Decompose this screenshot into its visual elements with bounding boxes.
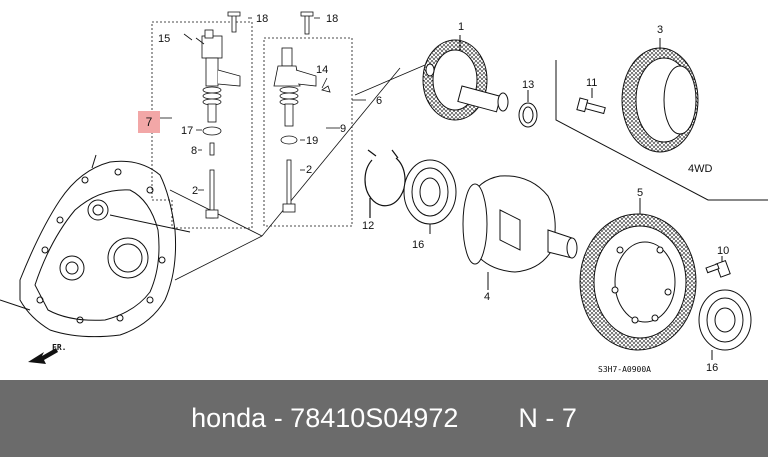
callout-numbers: 18 18 15 14 6 17 9 19 8 2 2 12 16 1 13 3… [158,13,729,374]
highlighted-callout-7[interactable]: 7 [138,111,160,133]
callout-9: 9 [340,123,346,135]
front-marker-label: FR. [52,343,66,352]
diagram-position-text: N - 7 [518,403,577,433]
bearing-16-left [403,159,457,234]
callout-18b: 18 [326,13,338,25]
callout-17: 17 [181,125,193,137]
callout-16b: 16 [706,362,718,374]
callout-3: 3 [657,24,663,36]
bearing-16-right [698,289,752,360]
transfer-gear-3 [621,38,699,153]
callout-1: 1 [458,21,464,33]
front-arrow-icon: FR. [28,343,66,364]
callout-15: 15 [158,33,170,45]
callout-8: 8 [191,145,197,157]
speed-sensor-assembly-7 [151,11,253,229]
drive-type-label: 4WD [688,163,713,175]
reference-code: S3H7-A0900A [598,365,651,374]
bolt-11 [576,88,606,115]
callout-19: 19 [306,135,318,147]
part-number-text: honda - 78410S04972 [191,403,459,433]
final-drive-gear-1 [422,35,509,121]
transmission-case [0,154,191,338]
snap-ring-12 [364,149,406,218]
callout-14: 14 [316,64,328,76]
callout-16a: 16 [412,239,424,251]
callout-6: 6 [376,95,382,107]
callout-5: 5 [637,187,643,199]
callout-11: 11 [586,77,597,89]
4wd-bracket [555,60,768,201]
callout-13: 13 [522,79,534,91]
callout-18a: 18 [256,13,268,25]
washer-13 [518,90,538,128]
ring-gear-5 [579,198,697,351]
bolt-10 [705,256,731,278]
callout-2a: 2 [192,185,198,197]
part-info-banner: honda - 78410S04972 N - 7 [0,380,768,457]
differential-case-4 [462,175,578,290]
callout-10: 10 [717,245,729,257]
speed-sensor-assembly-6 [196,11,366,227]
parts-diagram: FR. [0,11,768,374]
callout-4: 4 [484,291,490,303]
callout-12: 12 [362,220,374,232]
callout-2b: 2 [306,164,312,176]
callout-7-label: 7 [145,115,153,129]
